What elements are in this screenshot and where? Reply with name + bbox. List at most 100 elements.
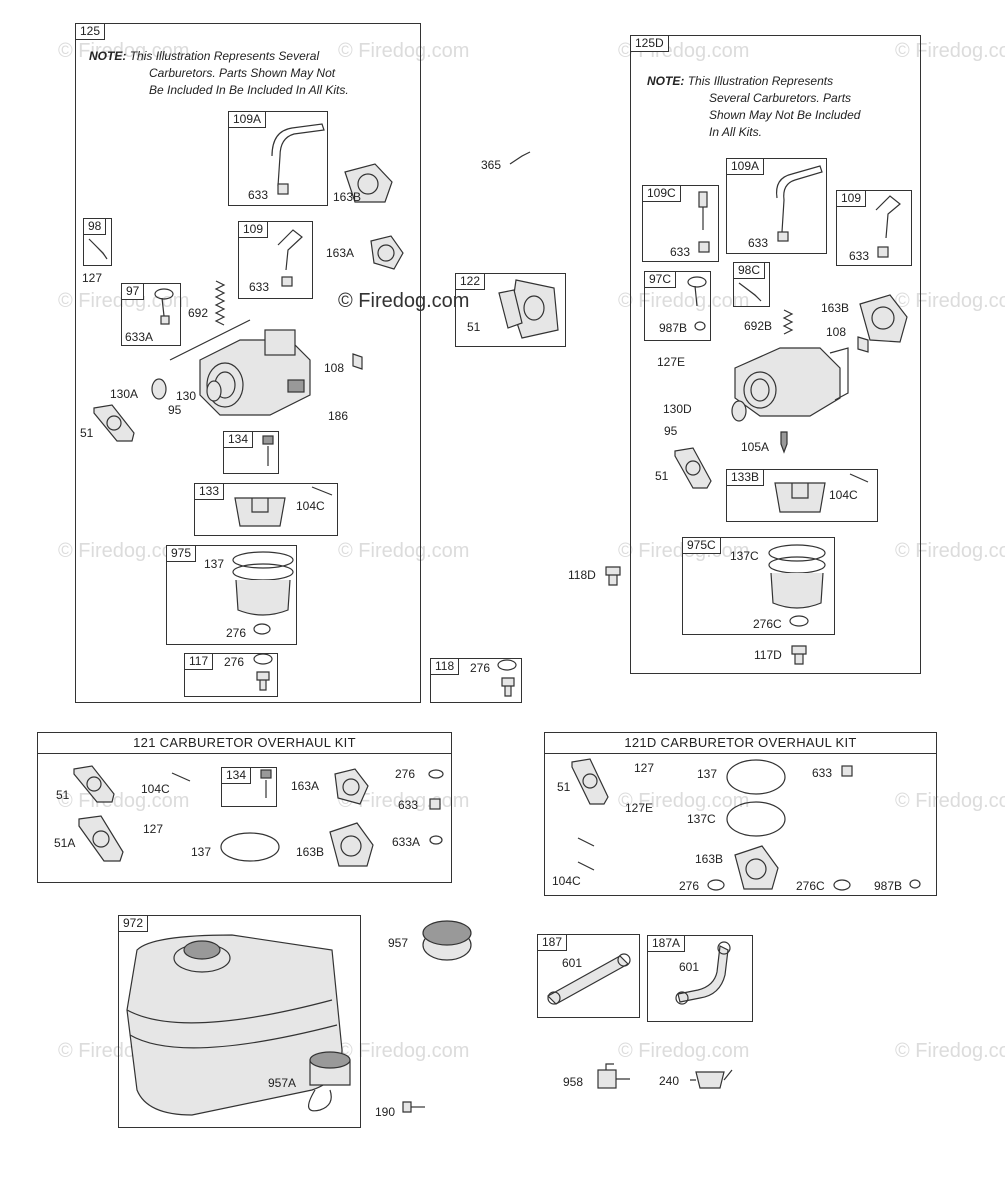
part-box-97[interactable]: 97 [121,283,181,346]
part-box-187[interactable]: 187 [537,934,640,1018]
part-box-98C[interactable]: 98C [733,262,770,307]
part-box-118[interactable]: 118 [430,658,522,703]
part-box-133[interactable]: 133 [194,483,338,536]
kit-121D-title: 121D CARBURETOR OVERHAUL KIT [545,733,936,754]
washer-icon [707,879,725,891]
valve-plate-icon [151,378,167,400]
gasket-icon [78,815,124,862]
spacer-icon [498,279,559,339]
bolt-icon [605,566,621,586]
label-186: 186 [328,409,349,423]
float-bowl-icon [232,551,294,616]
part-box-187A[interactable]: 187A [647,935,753,1022]
washer-icon [841,765,853,777]
note-left: NOTE: This Illustration Represents Sever… [89,49,349,97]
label-104C: 104C [296,499,325,513]
gasket-icon [73,765,115,803]
part-box-133B[interactable]: 133B [726,469,878,522]
kit-label-104C: 104C [141,782,170,796]
gasket-icon [344,163,393,203]
part-box-972[interactable]: 972 [118,915,361,1128]
throttle-shaft-icon [277,229,303,287]
label-276: 276 [224,655,245,669]
kit-d-label-137: 137 [697,767,718,781]
washer-icon [429,835,443,845]
kit-d-label-127E: 127E [625,801,654,815]
kit-label-276: 276 [395,767,416,781]
label-633: 633 [670,245,691,259]
valve-plate-icon [206,380,222,402]
washer-icon [877,246,889,258]
kit-121-title: 121 CARBURETOR OVERHAUL KIT [38,733,451,754]
part-box-109A-right[interactable]: 109A [726,158,827,254]
part-box-975C[interactable]: 975C [682,537,835,635]
label-276: 276 [226,626,247,640]
washer-icon [428,769,444,779]
watermark-main: © Firedog.com [338,290,470,312]
washer-icon [909,879,921,889]
gasket-icon [370,235,404,270]
label-130A: 130A [110,387,139,401]
washer-icon [694,321,706,331]
note-right: NOTE: This Illustration Represents Sever… [647,74,861,139]
float-pin-icon [577,837,595,871]
float-bowl-icon [768,544,826,609]
part-box-117[interactable]: 117 [184,653,278,697]
kit-label-51A: 51A [54,836,76,850]
valve-plate-icon [731,400,747,422]
part-box-98[interactable]: 98 [83,218,112,266]
needle-icon [780,431,788,454]
label-51: 51 [467,320,481,334]
part-box-97C[interactable]: 97C [644,271,711,341]
washer-icon [253,653,273,665]
kit-d-label-987B: 987B [874,879,903,893]
kit-d-label-51: 51 [557,780,571,794]
label-957A: 957A [268,1076,297,1090]
ref-tag-125: 125 [75,23,106,40]
spring-icon [782,309,794,335]
gasket-icon [93,404,135,442]
watermark: © Firedog.com [58,40,190,62]
kit-label-137: 137 [191,845,212,859]
label-105A: 105A [741,440,770,454]
label-601: 601 [562,956,583,970]
part-box-109C[interactable]: 109C [642,185,719,262]
watermark: © Firedog.com [58,540,190,562]
label-601: 601 [679,960,700,974]
washer-icon [698,241,710,253]
watermark: © Firedog.com [618,1040,750,1062]
kit-121-box[interactable]: 121 CARBURETOR OVERHAUL KIT [37,732,452,883]
label-108: 108 [826,325,847,339]
part-box-109A[interactable]: 109A [228,111,328,206]
label-240: 240 [659,1074,680,1088]
washer-icon [253,623,271,635]
screw-spring-icon [88,238,108,260]
float-pin-icon [849,473,869,483]
kit-121D-box[interactable]: 121D CARBURETOR OVERHAUL KIT [544,732,937,896]
label-51: 51 [655,469,669,483]
kit-d-label-163B: 163B [695,852,724,866]
label-633A: 633A [125,330,154,344]
label-633: 633 [248,188,269,202]
washer-icon [429,798,441,810]
part-box-109[interactable]: 109 [238,221,313,299]
part-box-122[interactable]: 122 [455,273,566,347]
gasket-icon [571,758,609,805]
assembly-125D-box[interactable]: 125D [630,35,921,674]
part-box-134[interactable]: 134 [223,431,279,474]
watermark: © Firedog.com [895,40,1005,62]
part-box-975[interactable]: 975 [166,545,297,645]
part-box-109-right[interactable]: 109 [836,190,912,266]
kit-part-box-134[interactable]: 134 [221,767,277,807]
watermark: © Firedog.com [338,1040,470,1062]
kit-d-label-137C: 137C [687,812,716,826]
kit-label-633A: 633A [392,835,421,849]
washer-icon [497,659,517,671]
pin-icon [154,288,174,325]
fuel-line-icon [547,953,631,1005]
fuel-cap-icon [422,920,472,961]
assembly-125-box[interactable]: 125 [75,23,421,703]
kit-label-127: 127 [143,822,164,836]
label-987B: 987B [659,321,688,335]
carburetor-body-icon [734,347,849,417]
